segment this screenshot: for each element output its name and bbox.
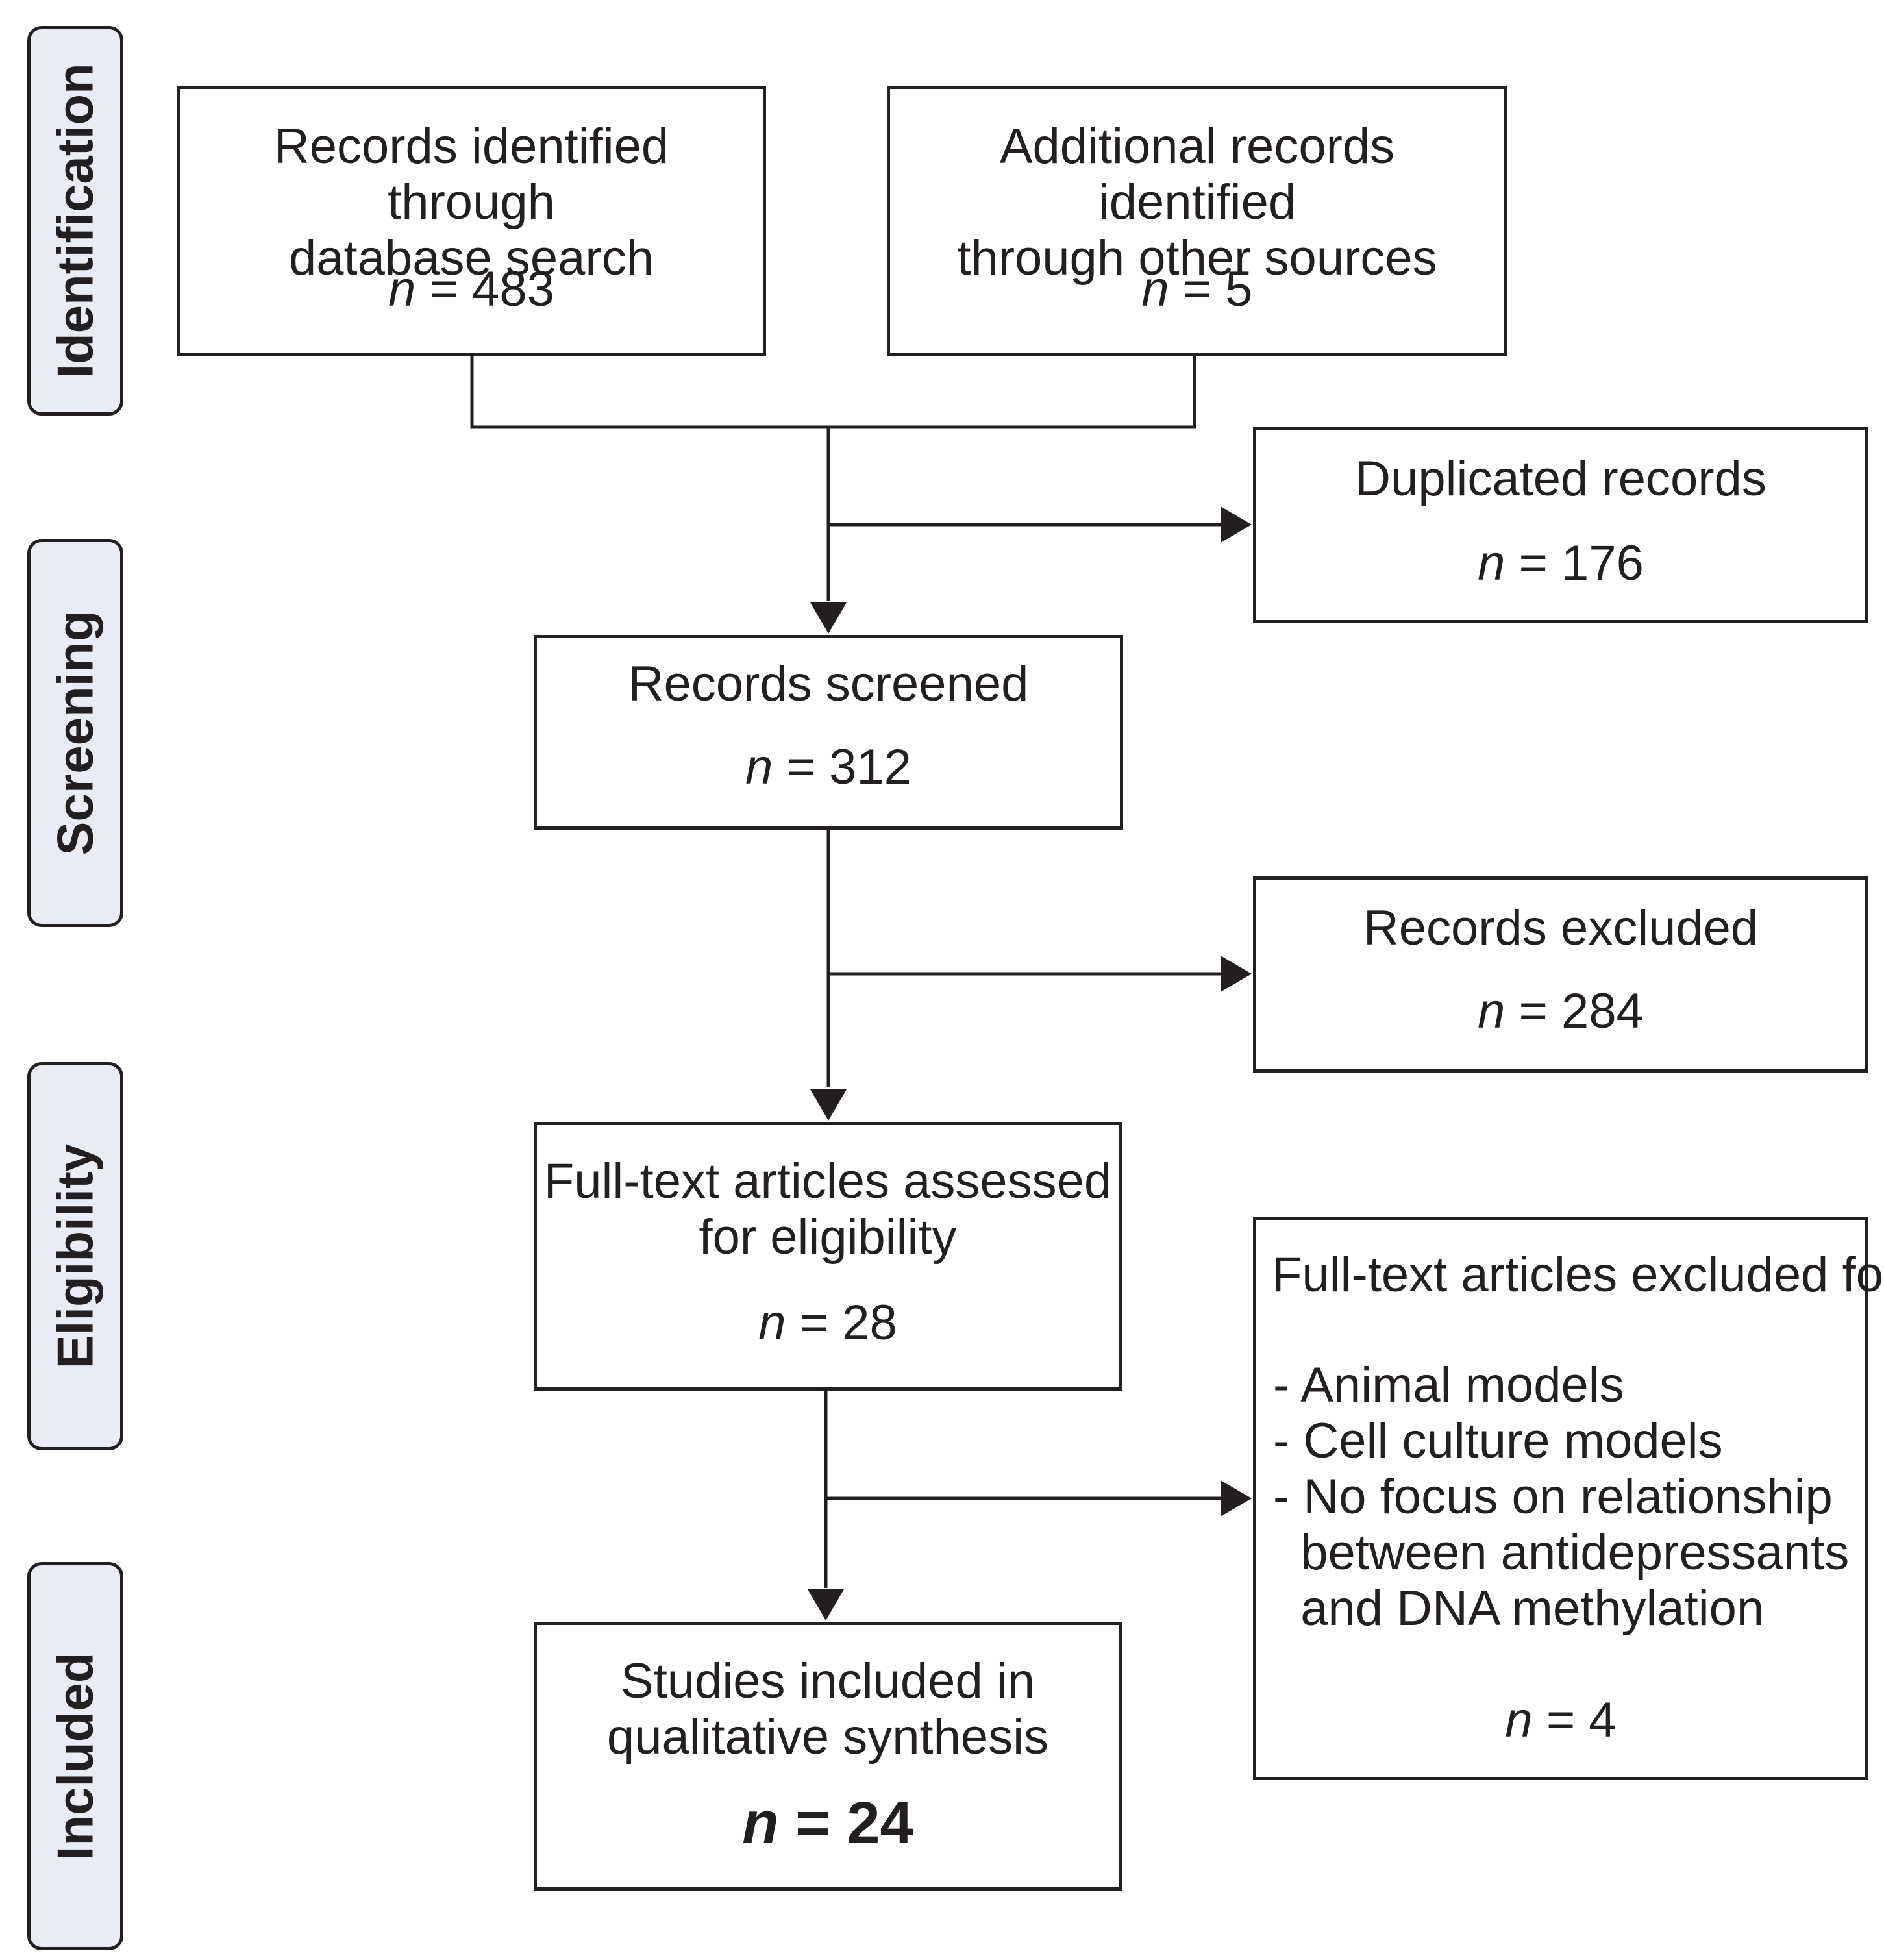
exclusion-reason: - Cell culture models (1273, 1413, 1723, 1469)
stage-label: Included (46, 1652, 104, 1861)
box-count: n = 4 (1505, 1693, 1617, 1748)
arrowhead-included (808, 1589, 844, 1620)
box-count: n = 28 (758, 1295, 897, 1350)
exclusion-reason: - Animal models (1273, 1358, 1624, 1413)
box-count: n = 5 (1141, 262, 1253, 317)
arrowhead-duplicates (1221, 506, 1252, 543)
box-text: Records identified through database sear… (273, 119, 669, 286)
stage-screening: Screening (27, 539, 123, 927)
box-fulltext-excluded: Full-text articles excluded for: - Anima… (1253, 1217, 1884, 1780)
stage-label: Eligibility (46, 1143, 104, 1369)
box-text: Studies included in qualitative synthesi… (606, 1654, 1049, 1765)
exclusion-reason: between antidepressants (1273, 1525, 1850, 1580)
box-count: n = 312 (745, 739, 911, 795)
exclusion-reason: and DNA methylation (1273, 1581, 1765, 1636)
merge-connector (470, 356, 1196, 429)
arrowhead-excluded (1221, 956, 1252, 992)
box-text: Full-text articles assessed for eligibil… (543, 1154, 1112, 1265)
box-text: Records excluded (1363, 900, 1759, 956)
box-count: n = 284 (1478, 984, 1644, 1039)
box-records-excluded: Records excluded n = 284 (1253, 876, 1868, 1073)
box-text: Duplicated records (1355, 451, 1766, 506)
exclusion-reason: - No focus on relationship (1273, 1469, 1833, 1524)
box-records-screened: Records screened n = 312 (534, 635, 1123, 830)
box-database-search: Records identified through database sear… (177, 86, 766, 356)
box-text: Additional records identified through ot… (957, 119, 1437, 286)
stage-included: Included (27, 1562, 123, 1950)
stage-identification: Identification (27, 26, 123, 416)
box-duplicated-records: Duplicated records n = 176 (1253, 427, 1868, 623)
stage-label: Identification (46, 63, 104, 378)
box-studies-included: Studies included in qualitative synthesi… (534, 1622, 1122, 1891)
box-fulltext-assessed: Full-text articles assessed for eligibil… (534, 1122, 1122, 1391)
box-count-included: n = 24 (742, 1790, 913, 1856)
stage-label: Screening (46, 610, 104, 856)
box-count: n = 483 (388, 262, 554, 317)
box-other-sources: Additional records identified through ot… (887, 86, 1507, 356)
arrowhead-fulltext (810, 1089, 847, 1121)
arrowhead-fulltext-excluded (1221, 1480, 1252, 1517)
box-count: n = 176 (1478, 536, 1644, 591)
arrowhead-screened (810, 602, 847, 634)
stage-eligibility: Eligibility (27, 1062, 123, 1450)
box-text: Records screened (628, 656, 1029, 712)
box-text: Full-text articles excluded for: (1272, 1247, 1884, 1302)
